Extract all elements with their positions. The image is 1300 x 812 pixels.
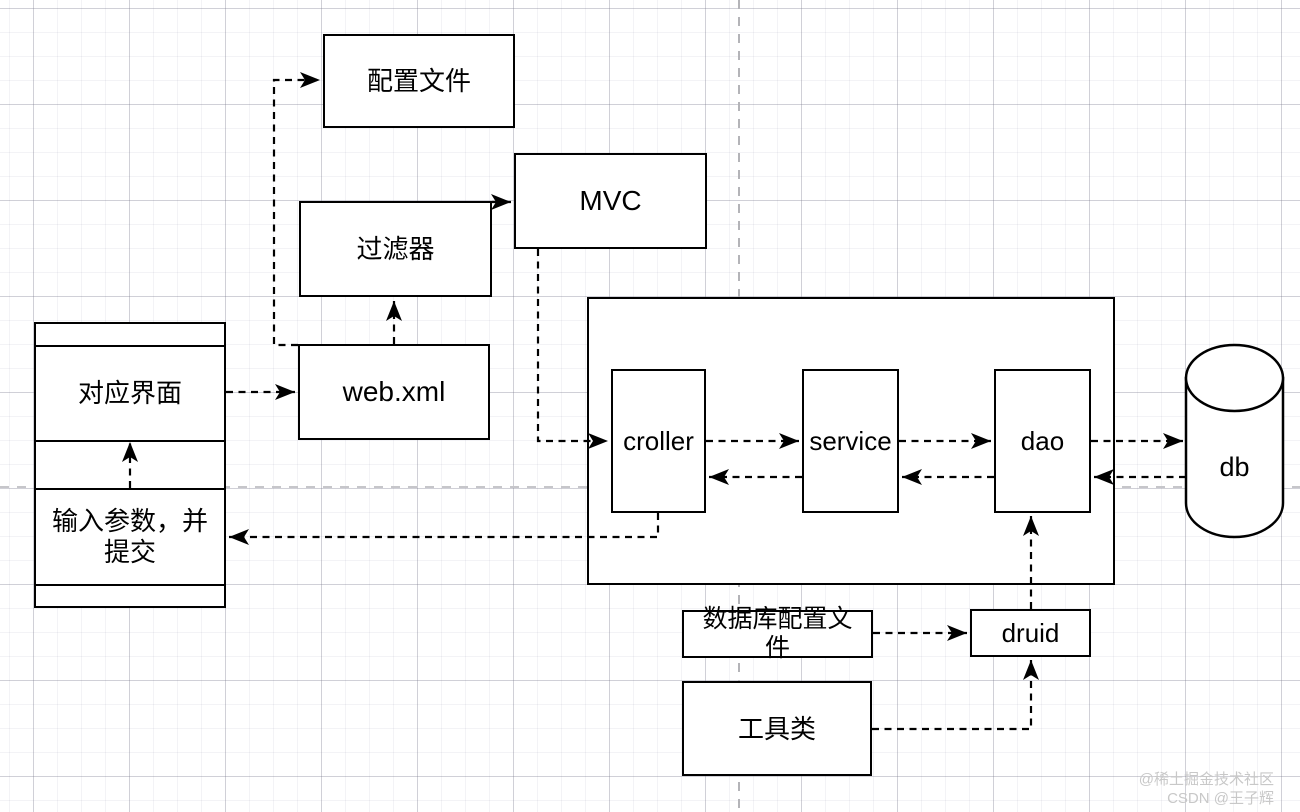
service-label: service	[809, 426, 892, 456]
config-file-label: 配置文件	[366, 66, 471, 96]
webxml-label: web.xml	[342, 376, 446, 407]
ui-input-label-line2: 提交	[103, 537, 156, 567]
node-webxml: web.xml	[298, 344, 490, 440]
db-cylinder	[1184, 343, 1285, 539]
panel-section-input: 输入参数，并 提交	[36, 490, 224, 584]
panel-divider	[36, 488, 224, 490]
panel-divider	[36, 440, 224, 442]
panel-ui-list: 对应界面 输入参数，并 提交	[34, 322, 226, 608]
watermark: @稀土掘金技术社区 CSDN @王子辉	[1139, 770, 1274, 808]
panel-section-screen: 对应界面	[36, 347, 224, 440]
watermark-line2: CSDN @王子辉	[1167, 790, 1274, 807]
filter-label: 过滤器	[356, 234, 435, 264]
db-label: db	[1219, 452, 1250, 482]
db-cylinder-icon	[1184, 343, 1285, 539]
node-service: service	[802, 369, 899, 513]
ui-input-label-line1: 输入参数，并	[51, 506, 208, 536]
node-config-file: 配置文件	[323, 34, 515, 128]
edge-utility-to-druid	[872, 660, 1039, 731]
croller-label: croller	[623, 426, 694, 456]
utility-label: 工具类	[737, 713, 816, 744]
db-config-label: 数据库配置文 件	[702, 605, 853, 662]
watermark-line1: @稀土掘金技术社区	[1138, 771, 1274, 788]
druid-label: druid	[1001, 618, 1060, 648]
node-mvc: MVC	[514, 153, 707, 249]
node-dao: dao	[994, 369, 1091, 513]
node-db-config: 数据库配置文 件	[682, 605, 873, 662]
dao-label: dao	[1020, 426, 1065, 456]
panel-divider	[36, 584, 224, 586]
node-druid: druid	[970, 609, 1091, 657]
panel-divider	[36, 345, 224, 347]
node-filter: 过滤器	[299, 201, 492, 297]
mvc-label: MVC	[579, 185, 642, 216]
node-croller: croller	[611, 369, 706, 513]
ui-screen-label: 对应界面	[77, 378, 182, 408]
node-utility: 工具类	[682, 681, 872, 776]
